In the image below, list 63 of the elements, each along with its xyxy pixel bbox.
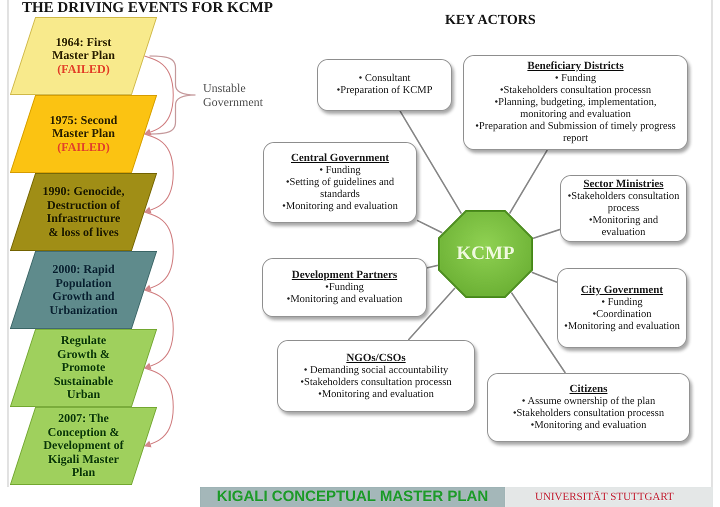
bullet-item: •Stakeholders consultation processn [512,408,664,420]
event-text: 1964: First Master Plan [51,36,116,63]
event-parallelogram [10,329,157,407]
bullet-item: •Stakeholders consultation processn [300,376,452,388]
bullet-item: •Monitoring and evaluation [286,294,402,306]
callout-box [262,258,427,317]
node-label: KCMP [456,243,515,265]
bullet-item: •Planning, budgeting, implementation, monitoring and evaluation [493,97,658,121]
bullet-item: •Monitoring and evaluation [530,420,646,432]
curved-arrow [144,211,174,292]
callout-heading: Citizens [570,383,608,396]
event-parallelogram [10,407,157,485]
event-text: 2007: The Conception & Development of Kigali Master Plan [42,412,125,480]
bullet-item: • Funding [601,296,643,308]
bullet-item: •Stakeholders consultation processn [500,85,652,97]
bullet-item: •Monitoring and evaluation [564,320,680,332]
curved-arrow [144,367,174,448]
bracket-label: Unstable Government [203,81,264,109]
institution-name: UNIVERSITÄT STUTTGART [535,490,674,504]
event-parallelogram [10,251,157,329]
bullet-item: • Funding [554,73,596,85]
curved-arrow [144,133,174,214]
event-text: 1975: Second Master Plan [48,114,118,141]
bullet-item: •Funding [325,282,364,294]
callout-heading: Sector Ministries [583,178,664,191]
event-text: 1990: Genocide, Destruction of Infrastructure & loss of lives [42,185,126,239]
event-text: 2000: Rapid Population Growth and Urbanization [48,263,118,317]
bullet-item: •Preparation of KCMP [336,85,432,97]
bullet-item: • Funding [319,165,361,177]
bullet-item: •Monitoring and evaluation [588,215,660,239]
bullet-item: • Consultant [358,73,410,85]
bullet-item: •Preparation and Submission of timely progress report [474,121,677,145]
bullet-item: • Demanding social accountability [304,364,448,376]
callout-heading: City Government [580,284,664,296]
callout-box [557,268,687,348]
bullet-item: •Stakeholders consultation process [567,191,680,215]
callout-heading: NGOs/CSOs [346,352,406,364]
callout-box [317,59,452,111]
callout-heading: Development Partners [292,269,398,282]
event-parallelogram [10,173,157,251]
callout-box [463,55,688,150]
curved-arrow [144,55,174,136]
status-text: (FAILED) [56,140,111,154]
curved-arrow [144,289,174,370]
section-heading: KEY ACTORS [445,13,536,29]
status-text: (FAILED) [56,62,111,76]
footer-title: KIGALI CONCEPTUAL MASTER PLAN [216,488,488,506]
bullet-item: •Monitoring and evaluation [318,388,434,400]
bullet-item: •Monitoring and evaluation [282,201,398,213]
bullet-item: •Coordination [592,308,652,320]
event-parallelogram [10,17,157,95]
callout-box [277,340,475,412]
bullet-item: •Setting of guidelines and standards [284,177,396,201]
event-text: Regulate Growth & Promote Sustainable Urban [52,334,114,402]
bullet-item: • Assume ownership of the plan [522,396,656,408]
callout-heading: Central Government [290,152,390,165]
callout-heading: Beneficiary Districts [527,60,624,73]
event-parallelogram [10,95,157,173]
octagon-node [438,210,533,298]
callout-box [560,175,687,242]
page-title: THE DRIVING EVENTS FOR KCMP [22,0,273,16]
callout-box [263,142,417,223]
callout-box [487,373,690,442]
